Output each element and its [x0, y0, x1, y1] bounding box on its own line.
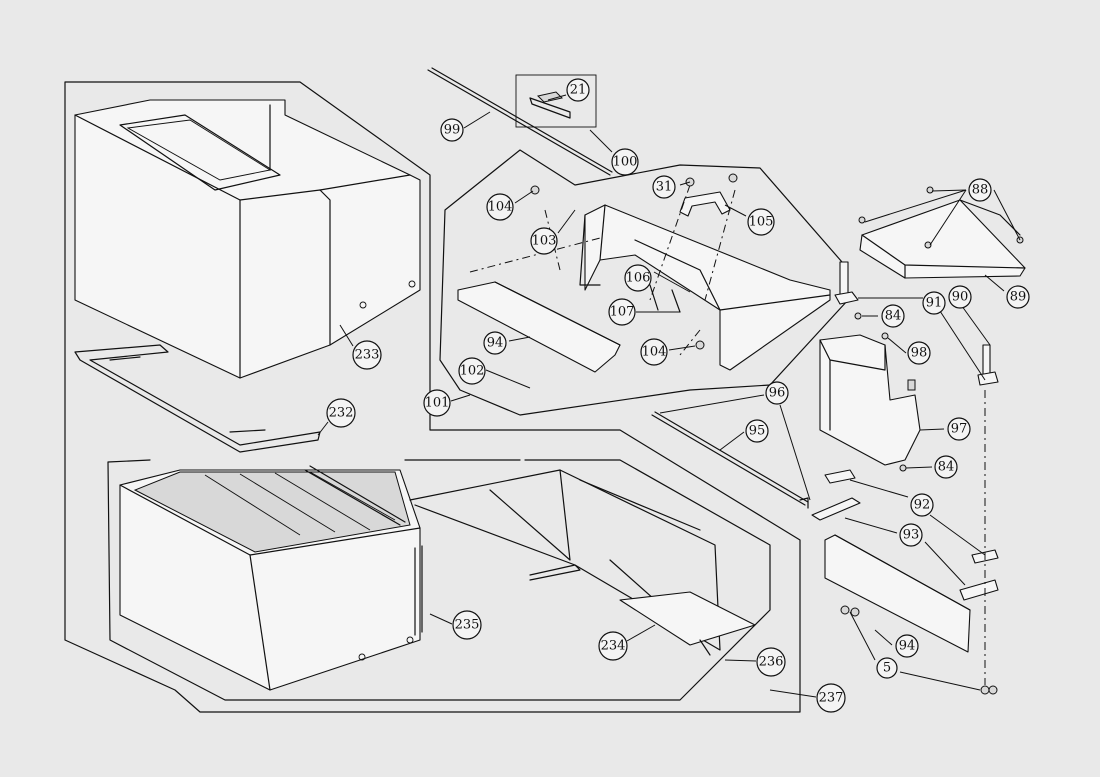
callout-102: 102 [458, 357, 486, 385]
callout-label: 94 [899, 639, 916, 654]
callout-label: 100 [613, 155, 638, 170]
callout-101: 101 [423, 389, 451, 417]
callout-98: 98 [907, 341, 931, 365]
hopper-box-part-233 [74, 99, 421, 379]
callout-107: 107 [608, 298, 636, 326]
callout-233: 233 [352, 340, 382, 370]
bag-frame-part-234 [409, 469, 756, 656]
callout-label: 106 [626, 271, 651, 286]
callout-5: 5 [876, 657, 898, 679]
callout-label: 101 [425, 396, 450, 411]
callout-94: 94 [483, 331, 507, 355]
brackets-part-90-93 [811, 261, 999, 685]
callout-234: 234 [598, 631, 628, 661]
callout-label: 104 [642, 345, 667, 360]
callout-label: 21 [570, 83, 587, 98]
callout-94: 94 [895, 634, 919, 658]
callout-84: 84 [881, 304, 905, 328]
callout-label: 104 [488, 200, 513, 215]
callout-104: 104 [640, 338, 668, 366]
callout-104: 104 [486, 193, 514, 221]
callout-label: 93 [903, 528, 920, 543]
rod-frame-part-232 [74, 344, 321, 453]
callout-97: 97 [947, 417, 971, 441]
callout-232: 232 [326, 398, 356, 428]
callout-91: 91 [922, 291, 946, 315]
callout-label: 89 [1010, 290, 1027, 305]
callout-31: 31 [652, 175, 676, 199]
top-rod-part-99-100 [427, 67, 613, 176]
deflector-assembly-part-101 [457, 173, 831, 373]
callout-label: 95 [749, 424, 766, 439]
callout-106: 106 [624, 264, 652, 292]
callout-label: 107 [610, 305, 635, 320]
callout-92: 92 [910, 493, 934, 517]
callout-label: 234 [601, 639, 626, 654]
callout-label: 91 [926, 296, 943, 311]
callout-84: 84 [934, 455, 958, 479]
rods-part-95-96 [651, 411, 809, 509]
callout-label: 5 [883, 661, 891, 676]
lower-flap-part-94 [824, 534, 998, 695]
upper-plate-part-89 [858, 186, 1026, 279]
callout-label: 235 [455, 618, 480, 633]
callout-105: 105 [747, 208, 775, 236]
callout-label: 90 [952, 290, 969, 305]
callout-100: 100 [611, 148, 639, 176]
leader-lines [317, 94, 1021, 698]
callout-label: 84 [885, 309, 902, 324]
bag-enclosure-part-235 [119, 465, 423, 691]
callout-label: 31 [656, 180, 673, 195]
callout-label: 99 [444, 123, 461, 138]
callout-88: 88 [968, 178, 992, 202]
callout-label: 233 [355, 348, 380, 363]
callout-235: 235 [452, 610, 482, 640]
group-outline-236 [107, 459, 771, 701]
callout-label: 97 [951, 422, 968, 437]
callout-90: 90 [948, 285, 972, 309]
callout-96: 96 [765, 381, 789, 405]
callout-21: 21 [566, 78, 590, 102]
callout-label: 96 [769, 386, 786, 401]
callout-label: 103 [532, 234, 557, 249]
callout-95: 95 [745, 419, 769, 443]
callout-93: 93 [899, 523, 923, 547]
callout-89: 89 [1006, 285, 1030, 309]
callout-label: 236 [759, 655, 784, 670]
callout-label: 105 [749, 215, 774, 230]
callout-label: 94 [487, 336, 504, 351]
callout-237: 237 [816, 683, 846, 713]
callout-label: 84 [938, 460, 955, 475]
callout-103: 103 [530, 227, 558, 255]
callout-label: 98 [911, 346, 928, 361]
callout-label: 88 [972, 183, 989, 198]
callout-label: 232 [329, 406, 354, 421]
side-shield-part-97 [819, 312, 921, 472]
callout-label: 92 [914, 498, 931, 513]
callout-236: 236 [756, 647, 786, 677]
callout-99: 99 [440, 118, 464, 142]
group-outline-237 [64, 81, 801, 713]
callout-label: 237 [819, 691, 844, 706]
callout-label: 102 [460, 364, 485, 379]
